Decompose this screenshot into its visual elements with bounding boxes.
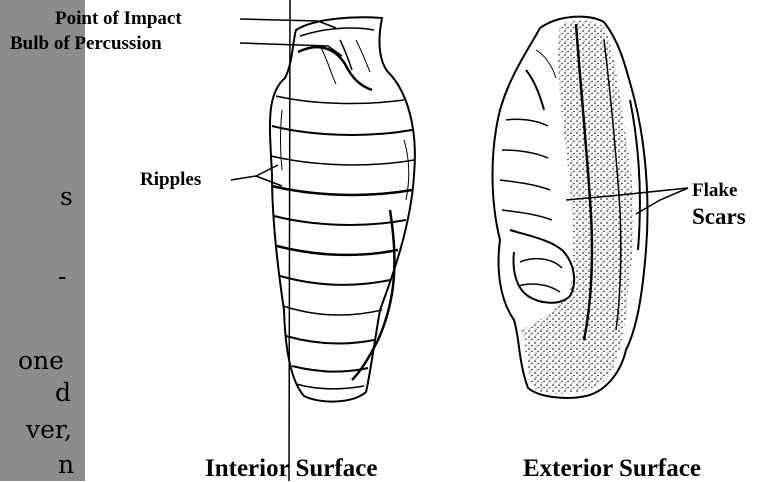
scars-label: Scars: [692, 205, 746, 228]
ripples-label: Ripples: [140, 170, 201, 189]
ripples-leader-2: [256, 176, 282, 186]
exterior-flake-drawing: [493, 17, 648, 398]
bulb-of-percussion-label: Bulb of Percussion: [10, 34, 162, 53]
exterior-surface-caption: Exterior Surface: [523, 456, 701, 481]
flake-label: Flake: [692, 181, 737, 200]
interior-flake-drawing: [270, 17, 415, 401]
point-of-impact-label: Point of Impact: [55, 9, 182, 28]
axis-line: [289, 0, 290, 481]
interior-surface-caption: Interior Surface: [205, 456, 377, 481]
